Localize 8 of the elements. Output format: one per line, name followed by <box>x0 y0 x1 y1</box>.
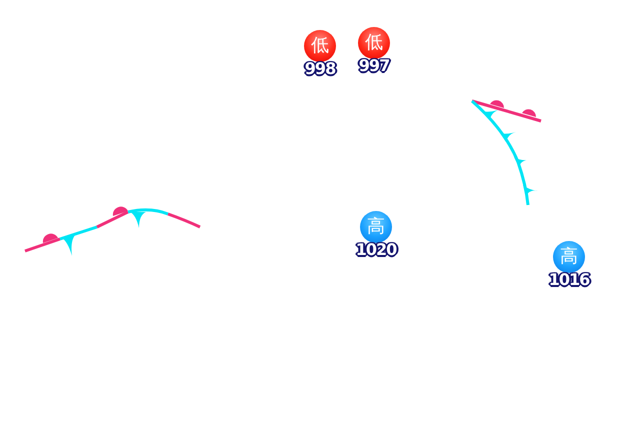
pressure-value: 997 <box>356 56 392 75</box>
high-pressure-badge: 高 <box>553 241 585 273</box>
low-pressure-badge: 低 <box>358 27 390 59</box>
pressure-value: 1020 <box>354 240 400 259</box>
low-pressure-badge: 低 <box>304 30 336 62</box>
high-pressure-badge: 高 <box>360 211 392 243</box>
pressure-value: 1016 <box>548 270 592 289</box>
pressure-value: 998 <box>302 59 338 78</box>
